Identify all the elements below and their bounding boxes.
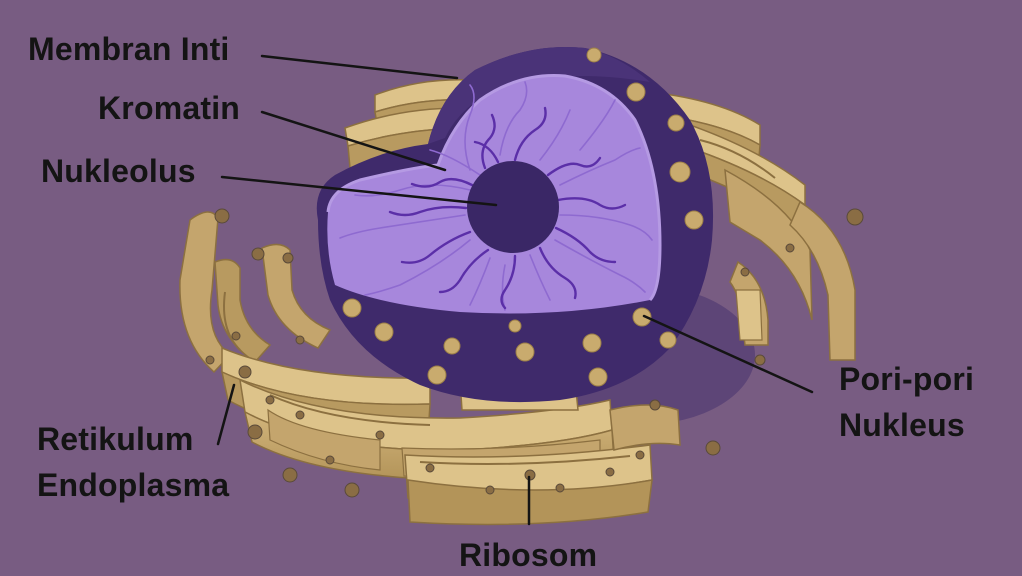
label-retikulum-line2: Endoplasma <box>37 467 230 503</box>
label-retikulum-line1: Retikulum <box>37 421 194 457</box>
label-membran-inti: Membran Inti <box>28 31 230 67</box>
chromatin-light <box>339 81 653 311</box>
leader-pori-pori <box>642 314 814 394</box>
label-ribosom: Ribosom <box>459 537 598 573</box>
nuclear-pores <box>342 47 704 387</box>
leader-kromatin <box>260 110 447 172</box>
chromatin-dark <box>388 106 627 310</box>
label-pori-pori-line1: Pori-pori <box>839 361 975 397</box>
nucleolus-body <box>467 161 559 253</box>
leader-lines <box>216 54 814 526</box>
leader-nukleolus <box>220 175 498 207</box>
leader-retikulum <box>216 383 236 446</box>
ribosomes <box>205 208 864 498</box>
leader-membran-inti <box>260 54 459 80</box>
label-nukleolus: Nukleolus <box>41 153 196 189</box>
er-lumen-lines <box>223 139 776 465</box>
label-pori-pori-line2: Nukleus <box>839 407 965 443</box>
label-kromatin: Kromatin <box>98 90 241 126</box>
er-left <box>179 211 431 438</box>
